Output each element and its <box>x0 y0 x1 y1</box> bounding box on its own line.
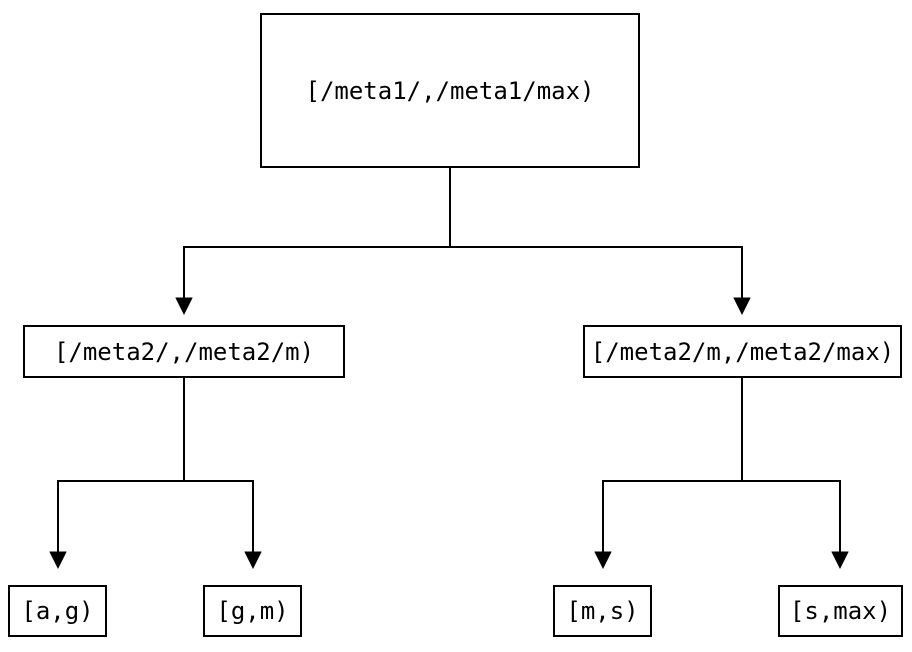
node-leaf-g-m: [g,m) <box>203 585 302 637</box>
node-meta2-right-range: [/meta2/m,/meta2/max) <box>583 325 902 378</box>
edge-right-to-leaves <box>594 378 849 570</box>
node-meta1-range: [/meta1/,/meta1/max) <box>260 13 640 168</box>
arrowhead-icon <box>733 297 751 316</box>
arrowhead-icon <box>831 551 849 570</box>
node-leaf-m-s: [m,s) <box>553 585 652 637</box>
node-leaf-a-g: [a,g) <box>8 585 107 637</box>
arrowhead-icon <box>175 297 193 316</box>
arrowhead-icon <box>244 551 262 570</box>
arrowhead-icon <box>49 551 67 570</box>
node-meta2-left-range: [/meta2/,/meta2/m) <box>23 325 345 378</box>
edge-left-to-leaves <box>49 378 262 570</box>
node-leaf-s-max: [s,max) <box>778 585 903 637</box>
arrowhead-icon <box>594 551 612 570</box>
edge-root-to-children <box>175 168 751 316</box>
